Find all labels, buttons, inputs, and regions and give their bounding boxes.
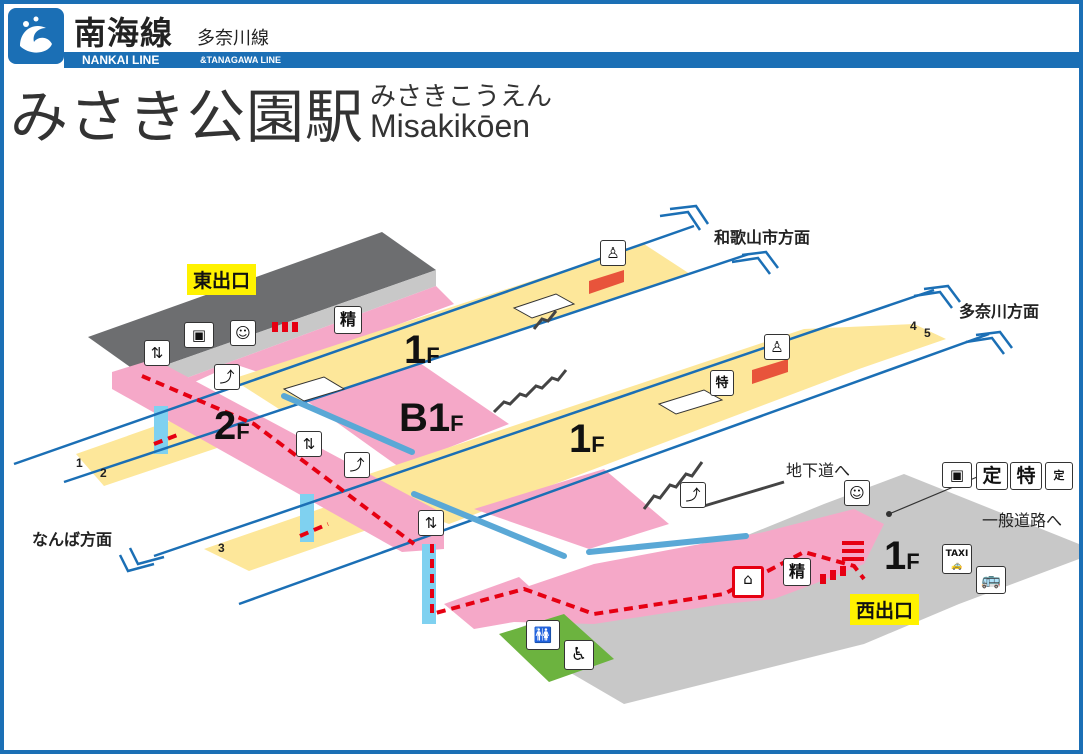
floor-label-1f-top: 1F [404,328,440,373]
line-name-english: NANKAI LINE [82,53,160,67]
track-number-3: 3 [218,541,225,555]
coin-locker-icon: ⌂ [732,566,764,598]
ticket-gates-west [820,541,864,584]
elevator-icon: ⇅ [144,340,170,366]
limited-express-ticket-icon: 特 [710,370,734,396]
fare-adjustment-icon: 精 [334,306,362,334]
floor-label-1f-middle: 1F [569,417,605,462]
escalator-icon: ⤴ [344,452,370,478]
limited-express-ticket-icon: 特 [1010,462,1042,490]
floor-number: 1 [404,328,427,372]
ticket-machine-icon: ▣ [184,322,214,348]
west-concourse-plaza [474,469,669,549]
general-road-pointer-dot [886,511,892,517]
station-name-kana: みさきこうえん [370,82,553,112]
platform-middle [339,324,946,524]
track-number-5: 5 [924,326,931,340]
track-number-4: 4 [910,319,917,333]
floor-unit: F [906,549,920,574]
fare-adjustment-icon: 精 [783,558,811,586]
floor-unit: F [236,419,250,444]
floor-number: 1 [569,417,592,461]
floor-unit: F [426,343,440,368]
commuter-pass-machine-icon: 定 [1045,462,1073,490]
accessible-route [141,374,866,617]
station-name-roman: Misakikōen [370,108,531,144]
direction-tanagawa: 多奈川方面 [959,302,1040,321]
waiting-room-icon: ♙ [764,334,790,360]
bus-icon: 🚌 [976,566,1006,594]
direction-arrows [118,204,1013,573]
track-lines [13,224,990,606]
platform-opening-left [282,376,346,402]
floor-label-2f: 2F [214,404,250,449]
escalators [281,393,749,559]
elevator-icon: ⇅ [418,510,444,536]
escalator-icon: ⤴ [214,364,240,390]
ticket-gates-east [272,322,298,332]
stairs [492,310,785,510]
floor-number: 2 [214,404,237,448]
line-sub-name: 多奈川線 [197,28,269,49]
restroom-icon: 🚻 [526,620,560,650]
accessible-restroom-icon: ♿ [564,640,594,670]
platform-top [232,244,690,409]
line-header: 南海線 多奈川線 NANKAI LINE &TANAGAWA LINE [4,4,1079,68]
shop-block-mid [752,359,788,384]
waiting-room-icon: ♙ [600,240,626,266]
track-number-2: 2 [100,466,107,480]
station-name: みさき公園駅 [10,83,365,151]
escalator-icon: ⤴ [680,482,706,508]
floor-number: B1 [399,396,451,440]
direction-wakayama: 和歌山市方面 [714,228,811,247]
track-number-1: 1 [76,456,83,470]
floor-number: 1 [884,534,907,578]
east-exit-building-roof [88,232,436,374]
line-name: 南海線 [74,14,174,52]
station-staff-icon: ☺ [844,480,870,506]
east-exit-label: 東出口 [187,264,257,295]
platform-opening-top [512,293,576,319]
shop-block-top [589,270,624,294]
direction-general-road: 一般道路へ [982,511,1063,530]
floor-label-b1f: B1F [399,396,464,441]
general-road-pointer [888,471,990,515]
header-bar: NANKAI LINE &TANAGAWA LINE [64,52,1079,68]
station-staff-icon: ☺ [230,320,256,346]
east-exit-concourse [154,286,454,396]
platform-left-12 [76,416,229,486]
direction-underpass: 地下道へ [786,461,851,480]
ticket-machine-icon: ▣ [942,462,972,488]
commuter-pass-icon: 定 [976,462,1008,490]
taxi-label: TAXI [945,549,969,559]
taxi-icon: TAXI🚕 [942,544,972,574]
platform-opening-mid [657,389,724,415]
floor-unit: F [450,411,464,436]
platform-left-3 [204,504,384,571]
west-exit-label: 西出口 [850,594,920,625]
floor-unit: F [591,432,605,457]
line-sub-name-english: &TANAGAWA LINE [200,55,281,65]
nankai-logo-icon [8,8,64,64]
elevator-icon: ⇅ [296,431,322,457]
direction-namba: なんば方面 [32,530,113,549]
floor-label-1f-west: 1F [884,534,920,579]
